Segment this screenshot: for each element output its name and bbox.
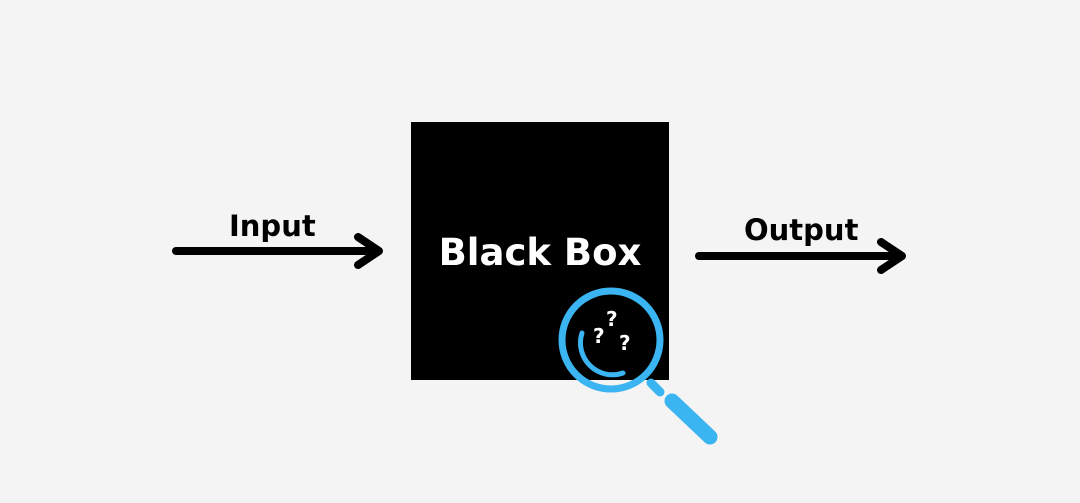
question-mark: ? <box>619 331 631 355</box>
input-label: Input <box>229 209 316 243</box>
black-box: Black Box <box>411 122 669 380</box>
output-arrow-icon <box>695 238 906 274</box>
black-box-label: Black Box <box>438 231 642 274</box>
input-arrow-icon <box>172 233 383 269</box>
question-mark: ? <box>593 324 605 348</box>
output-label: Output <box>744 213 859 247</box>
question-mark: ? <box>606 307 618 331</box>
magnifying-glass-icon <box>558 287 718 445</box>
